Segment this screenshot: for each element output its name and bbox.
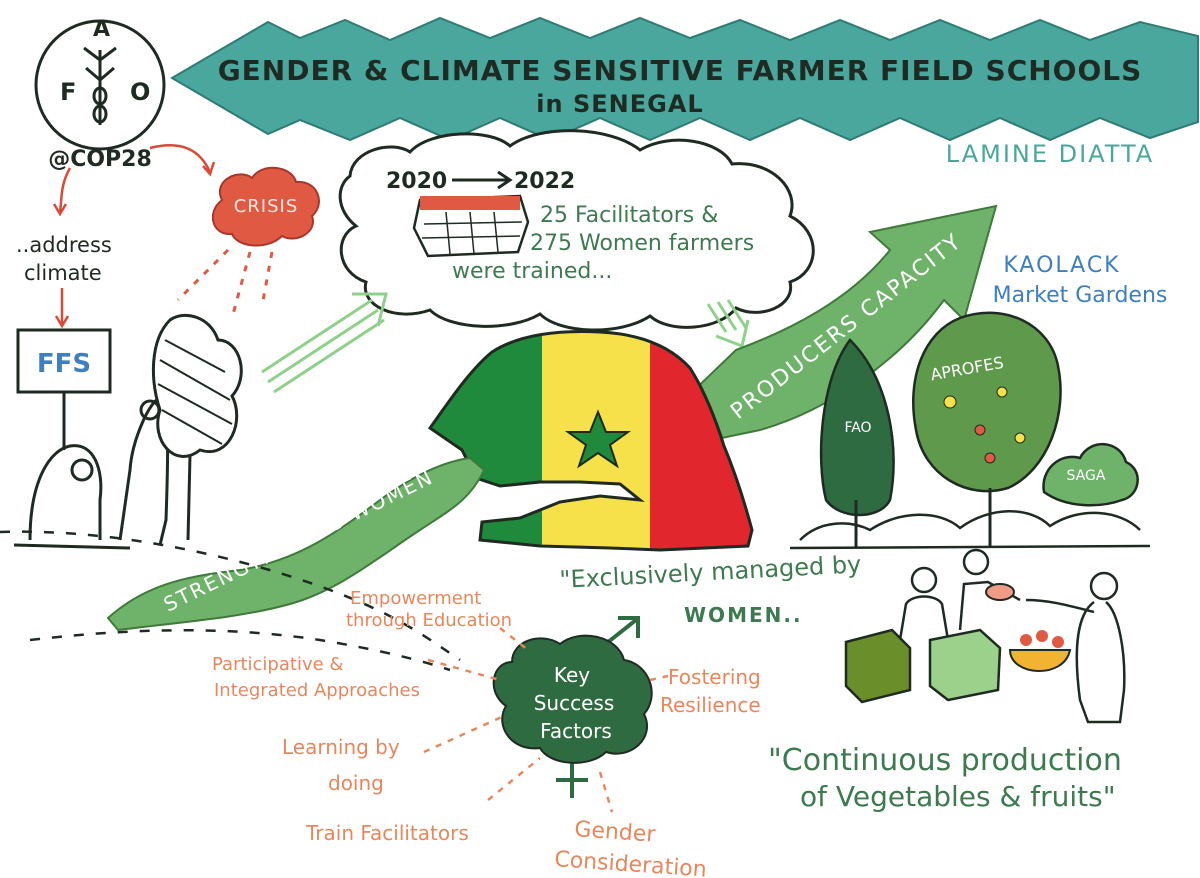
- speed-arrow-left: [261, 292, 388, 394]
- factor-fostering-line2: Resilience: [660, 693, 761, 717]
- factor-learning-line2: doing: [328, 771, 384, 795]
- star-icon: [564, 409, 632, 469]
- factor-participative-line1: Participative &: [212, 654, 343, 675]
- factors-cloud-shape: [492, 634, 653, 764]
- ffs-sign: FFS: [16, 328, 112, 450]
- wheat-icon: [83, 46, 117, 125]
- location-subtitle: Market Gardens: [993, 283, 1168, 308]
- factor-connectors: [423, 627, 669, 813]
- address-climate-line2: climate: [24, 261, 102, 285]
- factor-train-facilitators: Train Facilitators: [305, 821, 469, 845]
- tree-sketch-left: [151, 313, 243, 541]
- tree-aprofes: APROFES: [912, 311, 1062, 548]
- factor-learning-line1: Learning by: [282, 735, 400, 759]
- dashed-path: [0, 530, 461, 672]
- trained-line2: 275 Women farmers: [530, 231, 754, 256]
- trained-line3: were trained...: [452, 259, 612, 284]
- banner-title-line1: GENDER & CLIMATE SENSITIVE FARMER FIELD …: [218, 54, 1143, 87]
- address-climate-line1: ..address: [16, 233, 112, 257]
- senegal-map: [427, 330, 754, 552]
- strengthening-arrow-shape: [106, 456, 486, 632]
- calendar-icon: [412, 194, 530, 258]
- factor-empowerment-line1: Empowerment: [350, 588, 481, 609]
- timeline-arrow: [452, 170, 513, 190]
- factors-center-line2: Success: [534, 691, 615, 715]
- shrub-outline: [799, 510, 1141, 541]
- banner-title-line2: in SENEGAL: [536, 90, 703, 118]
- logo-ring: [34, 19, 166, 151]
- factor-empowerment-line2: through Education: [346, 610, 512, 631]
- logo-letter-o: O: [130, 78, 150, 106]
- logo-letter-f: F: [60, 78, 76, 106]
- factor-gender-line1: Gender: [574, 817, 658, 848]
- ffs-sign-board: [16, 328, 112, 394]
- quote-production-line1: "Continuous production: [768, 743, 1122, 778]
- year-end: 2022: [514, 169, 575, 194]
- factor-gender-line2: Consideration: [554, 847, 708, 878]
- crisis-cloud: CRISIS: [176, 166, 320, 319]
- crisis-cloud-shape: [212, 166, 320, 247]
- producers-arrow-shape: [684, 204, 998, 442]
- quote-women-line1: "Exclusively managed by: [559, 550, 862, 594]
- quote-women-line2: WOMEN..: [684, 603, 803, 627]
- logo-letter-a: A: [93, 17, 110, 42]
- location-name: KAOLACK: [1003, 253, 1120, 278]
- cop28-label: @COP28: [48, 147, 152, 172]
- people-illustration: [13, 396, 170, 550]
- key-success-factors: Key Success Factors Empowerment through …: [212, 588, 761, 878]
- factors-center-line3: Factors: [540, 719, 612, 743]
- fao-logo: F A O @COP28: [34, 17, 166, 172]
- factor-participative-line2: Integrated Approaches: [214, 680, 420, 701]
- flow-arrows: [52, 144, 216, 329]
- factors-center-line1: Key: [554, 663, 590, 687]
- crisis-label: CRISIS: [234, 196, 299, 217]
- year-start: 2020: [386, 169, 447, 194]
- bush-saga: SAGA: [1042, 442, 1139, 507]
- trained-line1: 25 Facilitators &: [540, 203, 718, 228]
- speed-arrow-down: [706, 299, 750, 349]
- ffs-label: FFS: [37, 349, 91, 379]
- timeline-cloud: 2020 2022 25 Facilitators & 275 Women fa…: [338, 129, 815, 332]
- author-name: LAMINE DIATTA: [946, 140, 1154, 168]
- factor-fostering-line1: Fostering: [668, 665, 761, 689]
- tree-fao-label: FAO: [844, 420, 871, 436]
- crisis-rain: [176, 248, 274, 319]
- title-banner: GENDER & CLIMATE SENSITIVE FARMER FIELD …: [170, 16, 1199, 142]
- market-gardeners: [844, 548, 1126, 724]
- quote-production-line2: of Vegetables & fruits": [800, 780, 1116, 813]
- bush-saga-label: SAGA: [1067, 468, 1106, 484]
